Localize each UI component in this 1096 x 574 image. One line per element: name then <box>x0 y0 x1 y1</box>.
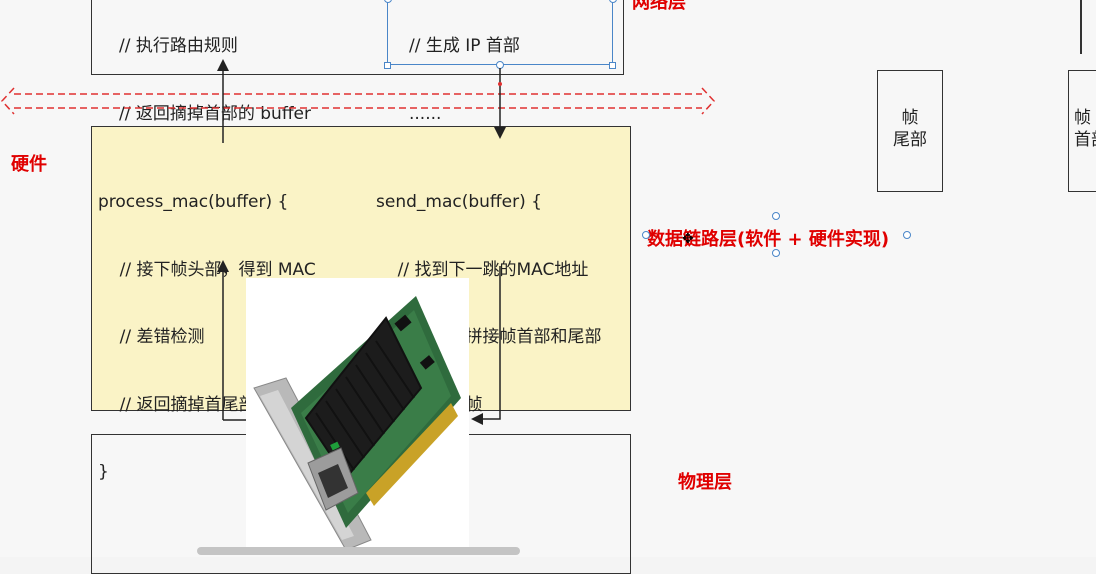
frame-trailer-box <box>877 70 943 192</box>
text-selection-frame[interactable] <box>387 0 613 65</box>
frame-header-line1: 帧 <box>1074 108 1091 128</box>
divider-line <box>1080 0 1082 54</box>
selection-handle[interactable] <box>903 231 911 239</box>
hardware-label: 硬件 <box>11 154 47 175</box>
code-line: // 找到下一跳的MAC地址 <box>376 259 589 280</box>
network-layer-box <box>91 0 624 75</box>
frame-trailer-line1: 帧 <box>901 108 919 128</box>
datalink-left-code: process_mac(buffer) { // 接下帧头部，得到 MAC //… <box>98 146 329 529</box>
code-line: process_mac(buffer) { <box>98 192 289 212</box>
frame-trailer-text: 帧 尾部 <box>877 107 943 151</box>
horizontal-scrollbar[interactable] <box>197 547 520 555</box>
code-line: // 生成 IP 首部 <box>409 36 520 56</box>
frame-header-text: 帧 首部 <box>1074 107 1096 151</box>
code-line: // 执行路由规则 <box>119 36 238 56</box>
selection-handle[interactable] <box>772 249 780 257</box>
network-card-image <box>246 278 469 551</box>
frame-header-line2: 首部 <box>1074 130 1096 150</box>
frame-trailer-line2: 尾部 <box>893 130 927 150</box>
code-line: ...... <box>409 103 442 124</box>
datalink-layer-label[interactable]: 数据链路层(软件 + 硬件实现) <box>647 229 890 250</box>
code-line: send_mac(buffer) { <box>376 192 542 212</box>
selection-handle[interactable] <box>496 61 504 69</box>
move-cursor-icon: ✥ <box>682 231 694 247</box>
selection-handle[interactable] <box>772 212 780 220</box>
code-line: // 返回摘掉首部的 buffer <box>119 103 311 124</box>
network-layer-label: 网络层 <box>632 0 686 13</box>
code-line: } <box>98 462 109 482</box>
selection-handle[interactable] <box>609 62 616 69</box>
code-line: // 接下帧头部，得到 MAC <box>98 259 316 280</box>
physical-layer-label: 物理层 <box>678 472 732 493</box>
selection-handle[interactable] <box>384 62 391 69</box>
selection-handle[interactable] <box>642 231 650 239</box>
frame-header-box <box>1068 70 1096 192</box>
code-line: // 差错检测 <box>98 327 205 347</box>
